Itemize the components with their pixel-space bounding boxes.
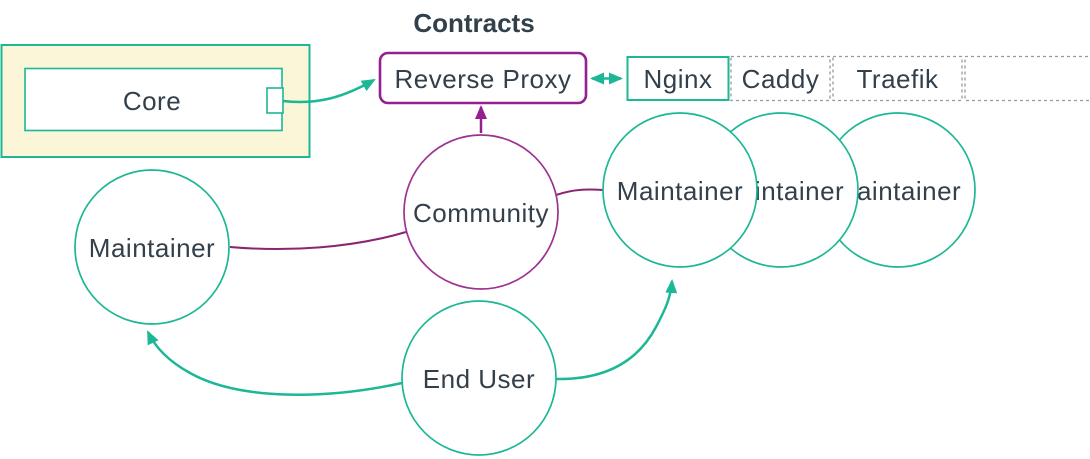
- reverse-proxy-node: Reverse Proxy: [378, 51, 588, 105]
- reverse-proxy-label: Reverse Proxy: [395, 64, 572, 94]
- edge-community-to-maintainer-left: [229, 231, 407, 251]
- core-cluster: Core: [0, 44, 311, 158]
- diagram-title: Contracts: [413, 8, 534, 38]
- nginx-box: [626, 56, 730, 101]
- core-label: Core: [123, 86, 181, 116]
- proxy-options-row: Nginx Caddy Traefik: [626, 55, 1090, 102]
- community-circle: [403, 134, 559, 290]
- maintainer-left-label: Maintainer: [89, 233, 215, 263]
- edge-community-to-maintainer-right: [555, 188, 604, 196]
- traefik-label: Traefik: [857, 64, 939, 94]
- maintainer-left-node: Maintainer: [74, 169, 230, 325]
- maintainer-right-1: Maintainer: [602, 112, 758, 268]
- nginx-label: Nginx: [644, 64, 713, 94]
- end-user-label: End User: [423, 364, 535, 394]
- community-label: Community: [413, 198, 549, 228]
- core-port: [266, 87, 284, 114]
- end-user-node: End User: [401, 300, 557, 456]
- traefik-box: [832, 55, 963, 102]
- edge-end-user-to-maintainer-left: [146, 330, 403, 396]
- reverse-proxy-box: [378, 51, 588, 105]
- edge-core-to-reverse-proxy: [282, 78, 376, 104]
- caddy-box: [730, 55, 831, 102]
- maintainer-right-1-label: Maintainer: [617, 176, 743, 206]
- empty-option-box: [964, 55, 1090, 102]
- caddy-label: Caddy: [742, 64, 820, 94]
- maintainer-left-circle: [74, 169, 230, 325]
- core-node-box: [24, 67, 283, 132]
- community-node: Community: [403, 134, 559, 290]
- edge-layer: [146, 72, 678, 396]
- edge-end-user-to-maintainer-right: [555, 279, 678, 381]
- maintainer-right-1-circle: [602, 112, 758, 268]
- end-user-circle: [401, 300, 557, 456]
